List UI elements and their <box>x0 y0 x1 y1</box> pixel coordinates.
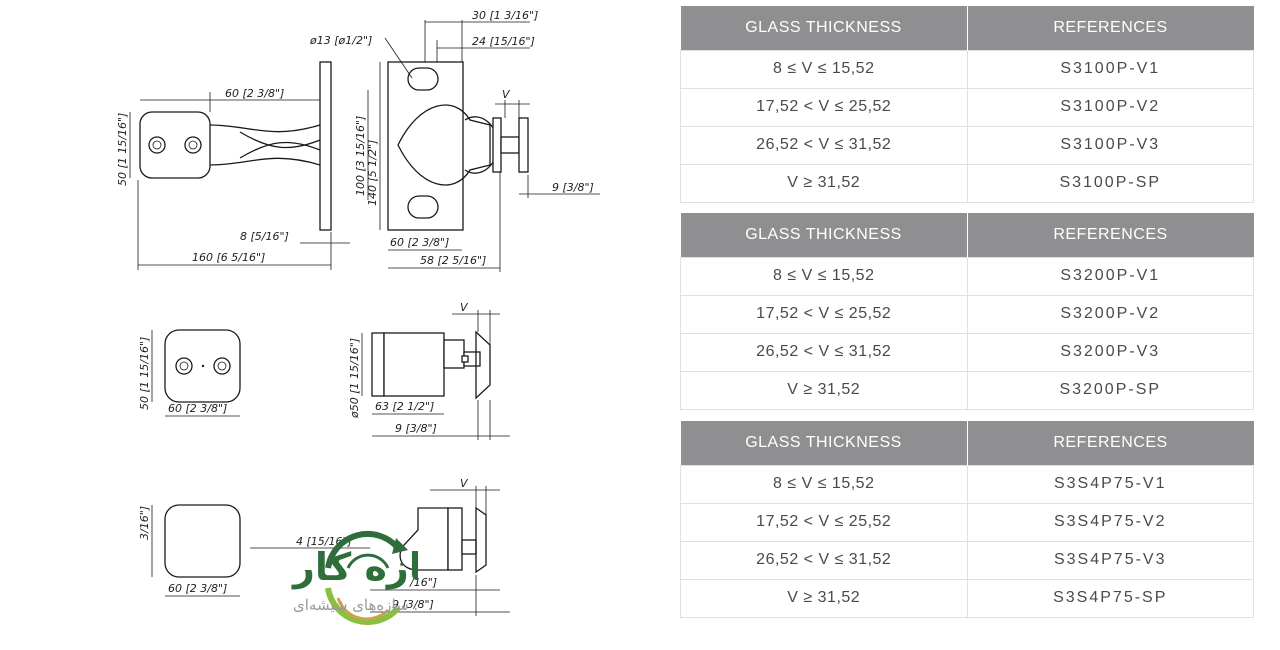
glass-thickness-cell: V ≥ 31,52 <box>680 578 968 618</box>
logo-name: آریا سازه کار <box>291 543 418 589</box>
dim-label: 60 [2 3/8"] <box>168 582 227 595</box>
dim-label: 140 [5 1/2"] <box>366 140 379 206</box>
recycle-emblem-icon <box>325 530 408 626</box>
glass-thickness-cell: 26,52 < V ≤ 31,52 <box>680 125 968 165</box>
reference-cell: S3S4P75-V1 <box>966 464 1254 504</box>
reference-table-s3100: GLASS THICKNESS REFERENCES 8 ≤ V ≤ 15,52… <box>680 6 1254 203</box>
col-header-references: REFERENCES <box>967 421 1254 465</box>
dim-label: 3/16"] <box>138 506 151 540</box>
dim-label: ø50 [1 15/16"] <box>348 338 361 419</box>
glass-thickness-cell: V ≥ 31,52 <box>680 370 968 410</box>
glass-thickness-cell: 17,52 < V ≤ 25,52 <box>680 502 968 542</box>
reference-cell: S3200P-SP <box>966 370 1254 410</box>
dim-label: 63 [2 1/2"] <box>375 400 434 413</box>
fitting-2-top-view <box>151 329 241 417</box>
col-header-glass-thickness: GLASS THICKNESS <box>680 213 968 257</box>
company-logo: آریا سازه کار شیشه. سازه‌های شیشه‌ای <box>28 528 538 628</box>
table-row: 26,52 < V ≤ 31,52 S3100P-V3 <box>680 125 1254 165</box>
glass-thickness-cell: 17,52 < V ≤ 25,52 <box>680 294 968 334</box>
dim-label: V <box>460 477 469 490</box>
glass-thickness-cell: 8 ≤ V ≤ 15,52 <box>680 49 968 89</box>
glass-thickness-cell: 17,52 < V ≤ 25,52 <box>680 87 968 127</box>
fitting-1-front-view <box>367 20 600 272</box>
dim-label: 9 [3/8"] <box>552 181 594 194</box>
dim-label: 8 [5/16"] <box>240 230 289 243</box>
table-row: 17,52 < V ≤ 25,52 S3200P-V2 <box>680 294 1254 334</box>
dim-label: 9 [3/8"] <box>392 598 434 611</box>
fitting-1-side-view <box>129 61 350 270</box>
reference-cell: S3S4P75-SP <box>966 578 1254 618</box>
dim-label: 30 [1 3/16"] <box>472 9 538 22</box>
glass-thickness-cell: 8 ≤ V ≤ 15,52 <box>680 464 968 504</box>
reference-cell: S3100P-V3 <box>966 125 1254 165</box>
table-row: 26,52 < V ≤ 31,52 S3200P-V3 <box>680 332 1254 372</box>
logo-tagline: شیشه. سازه‌های شیشه‌ای <box>293 596 418 614</box>
glass-thickness-cell: 26,52 < V ≤ 31,52 <box>680 332 968 372</box>
dim-label: 60 [2 3/8"] <box>168 402 227 415</box>
dim-label: 60 [2 3/8"] <box>390 236 449 249</box>
table-row: V ≥ 31,52 S3S4P75-SP <box>680 578 1254 618</box>
dim-label: /16"] <box>409 576 437 589</box>
reference-cell: S3100P-V1 <box>966 49 1254 89</box>
table-row: 17,52 < V ≤ 25,52 S3S4P75-V2 <box>680 502 1254 542</box>
technical-drawings: 60 [2 3/8"] 50 [1 15/16"] 8 [5/16"] 160 … <box>116 9 600 616</box>
table-row: 26,52 < V ≤ 31,52 S3S4P75-V3 <box>680 540 1254 580</box>
col-header-glass-thickness: GLASS THICKNESS <box>680 421 968 465</box>
col-header-glass-thickness: GLASS THICKNESS <box>680 6 968 50</box>
dim-label: 24 [15/16"] <box>472 35 535 48</box>
dim-label: 60 [2 3/8"] <box>225 87 284 100</box>
dim-label: ø13 [ø1/2"] <box>309 34 372 47</box>
reference-table-s3200: GLASS THICKNESS REFERENCES 8 ≤ V ≤ 15,52… <box>680 213 1254 410</box>
fitting-3-views <box>151 486 510 616</box>
reference-cell: S3200P-V1 <box>966 256 1254 296</box>
table-row: 8 ≤ V ≤ 15,52 S3S4P75-V1 <box>680 464 1254 504</box>
reference-cell: S3200P-V2 <box>966 294 1254 334</box>
glass-thickness-cell: 8 ≤ V ≤ 15,52 <box>680 256 968 296</box>
col-header-references: REFERENCES <box>967 213 1254 257</box>
glass-thickness-cell: V ≥ 31,52 <box>680 163 968 203</box>
col-header-references: REFERENCES <box>967 6 1254 50</box>
dim-label: V <box>502 88 511 101</box>
dim-label: 50 [1 15/16"] <box>138 337 151 410</box>
reference-cell: S3S4P75-V3 <box>966 540 1254 580</box>
fitting-2-side-view <box>361 310 510 440</box>
dim-label: 160 [6 5/16"] <box>192 251 265 264</box>
dim-label: 9 [3/8"] <box>395 422 437 435</box>
reference-cell: S3S4P75-V2 <box>966 502 1254 542</box>
dim-label: V <box>460 301 469 314</box>
reference-cell: S3100P-V2 <box>966 87 1254 127</box>
reference-cell: S3200P-V3 <box>966 332 1254 372</box>
dim-label: 58 [2 5/16"] <box>420 254 486 267</box>
logo-graphic: آریا سازه کار شیشه. سازه‌های شیشه‌ای <box>291 530 538 626</box>
table-row: 17,52 < V ≤ 25,52 S3100P-V2 <box>680 87 1254 127</box>
reference-table-s3s4p75: GLASS THICKNESS REFERENCES 8 ≤ V ≤ 15,52… <box>680 421 1254 618</box>
dim-label: 100 [3 15/16"] <box>354 116 367 196</box>
reference-cell: S3100P-SP <box>966 163 1254 203</box>
table-row: V ≥ 31,52 S3100P-SP <box>680 163 1254 203</box>
glass-thickness-cell: 26,52 < V ≤ 31,52 <box>680 540 968 580</box>
table-row: 8 ≤ V ≤ 15,52 S3200P-V1 <box>680 256 1254 296</box>
table-row: 8 ≤ V ≤ 15,52 S3100P-V1 <box>680 49 1254 89</box>
table-row: V ≥ 31,52 S3200P-SP <box>680 370 1254 410</box>
dim-label: 50 [1 15/16"] <box>116 113 129 186</box>
